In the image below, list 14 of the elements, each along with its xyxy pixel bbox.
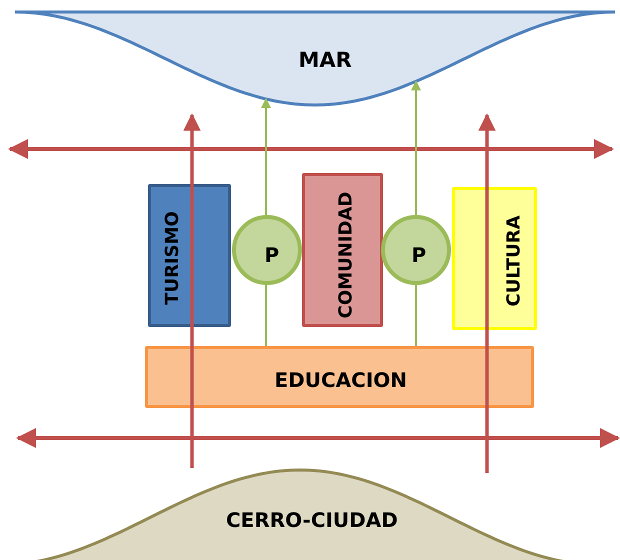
node-label: COMUNIDAD xyxy=(336,192,355,318)
arrow xyxy=(261,98,271,216)
node-label: MAR xyxy=(298,50,352,70)
node-label: EDUCACION xyxy=(274,370,408,390)
node-label: CERRO-CIUDAD xyxy=(226,510,398,530)
concept-box xyxy=(148,184,231,327)
concept-box xyxy=(302,173,383,327)
concept-box xyxy=(452,187,537,330)
node-label: TURISMO xyxy=(164,211,182,305)
node-label: P xyxy=(264,245,280,265)
arrow xyxy=(411,80,421,215)
concept-box xyxy=(145,346,534,408)
node-label: CULTURA xyxy=(505,216,523,306)
node-label: P xyxy=(412,245,426,265)
